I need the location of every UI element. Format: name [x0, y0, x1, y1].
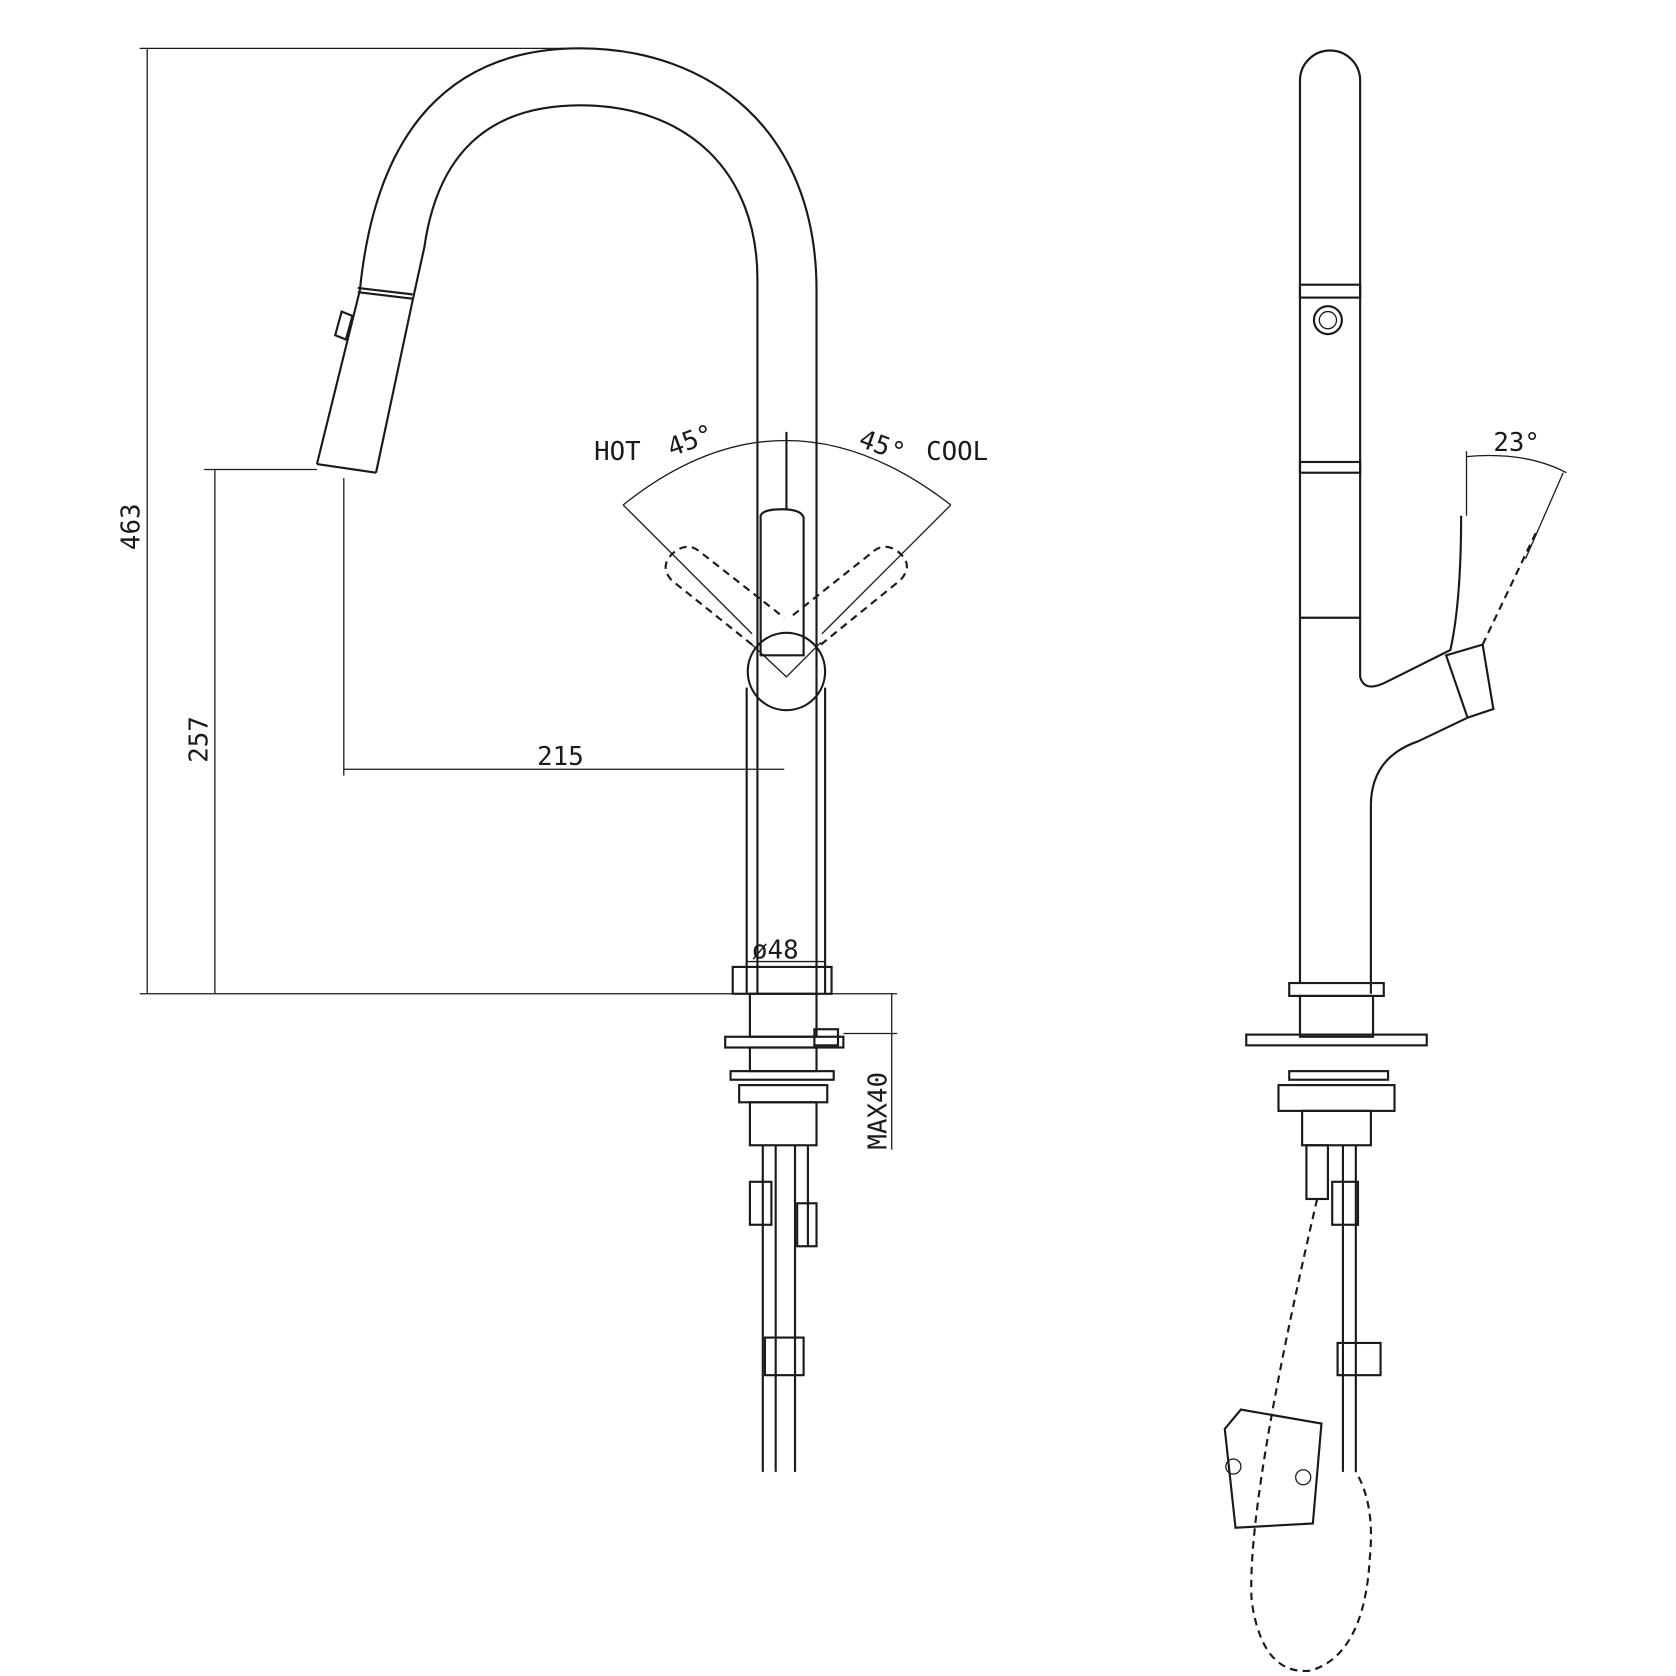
spout-gooseneck [315, 47, 818, 994]
handle [664, 508, 908, 994]
angle-arc [622, 431, 952, 635]
dim-max-deck: MAX40 [863, 1072, 893, 1150]
label-cool-angle: 45° [855, 424, 909, 468]
label-hot-angle: 45° [664, 419, 718, 463]
dim-reach: 215 [537, 742, 584, 772]
label-hot: HOT [594, 437, 641, 467]
dimension-lines [139, 47, 898, 1150]
front-view: 463 257 215 ø48 MAX40 HOT 45° 45° COOL [117, 47, 988, 1472]
side-view: 23° [1223, 49, 1567, 1673]
base-assembly [724, 965, 845, 1472]
dim-total-height: 463 [117, 504, 147, 551]
dim-spout-height: 257 [184, 716, 214, 763]
label-spray-angle: 23° [1493, 428, 1540, 458]
dim-base-diameter: ø48 [752, 935, 799, 965]
label-cool: COOL [926, 437, 988, 467]
